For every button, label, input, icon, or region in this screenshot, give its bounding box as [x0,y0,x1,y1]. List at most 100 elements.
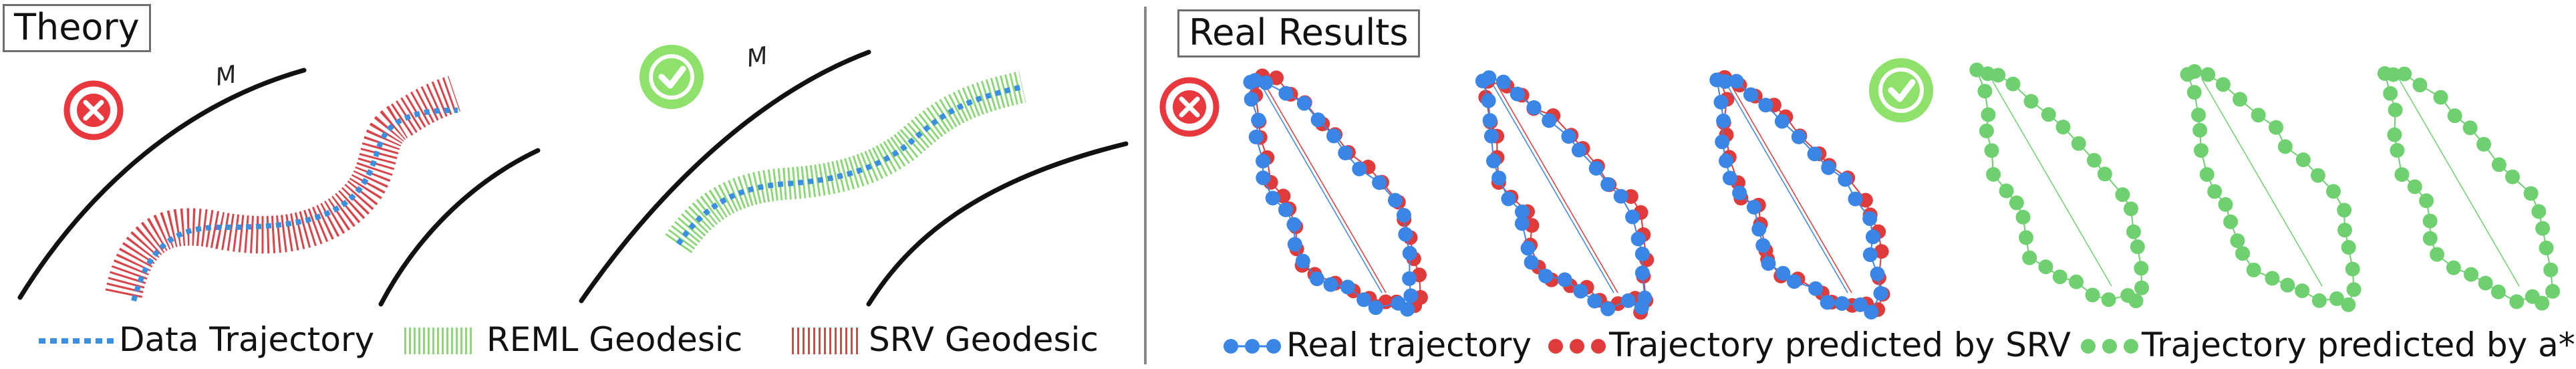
astar-predicted-trajectory-point [2128,293,2144,309]
theory-title: Theory [3,4,151,52]
real-trajectory [1709,72,1888,320]
astar-predicted-trajectory-point [2346,282,2362,297]
real-trajectory-point [1774,114,1790,129]
astar-predicted-trajectory-point [2199,167,2214,182]
astar-predicted-trajectory-point [2388,102,2403,118]
astar-predicted-trajectory-point [2246,262,2261,277]
real-trajectory-point [1834,295,1850,311]
real-trajectory-point [1278,202,1293,217]
real-trajectory-point [1775,265,1791,281]
real-trajectory-point [1338,145,1353,160]
real-trajectory-point [1398,227,1413,242]
astar-predicted-trajectory-point [2265,271,2280,286]
real-trajectory-point [1865,229,1880,245]
real-trajectory-point [1862,247,1878,262]
real-trajectory-point [1481,93,1496,108]
astar-predicted-trajectory-point [2412,78,2428,93]
real-trajectory-point [1296,96,1312,111]
real-trajectory-point [1520,241,1536,256]
astar-predicted-trajectory-point [2478,275,2493,291]
astar-predicted-trajectory-point [2462,120,2478,136]
astar-predicted-trajectory-point [2023,94,2039,109]
real-trajectory-point [1820,295,1835,310]
astar-predicted-trajectory-chord [1991,78,2112,287]
astar-predicted-trajectory-point [2535,221,2551,236]
real-trajectory-point [1501,191,1516,207]
real-trajectory-point [1821,160,1836,175]
astar-predicted-trajectory-point [2251,108,2266,123]
astar-predicted-trajectory-point [2069,274,2084,289]
astar-predicted-trajectory-point [2447,108,2462,124]
legend-label-real-trajectory: Real trajectory [1286,326,1532,364]
manifold-curve [866,141,1129,307]
real-trajectory-point [1751,221,1767,237]
real-results-title: Real Results [1177,9,1420,57]
real-trajectory-point [1265,191,1280,206]
astar-predicted-trajectory-point [1980,66,1995,82]
real-trajectory-chord [1727,85,1848,293]
astar-predicted-trajectory-point [1986,166,2001,182]
legend-label-srv-geodesic: SRV Geodesic [869,320,1099,359]
astar-predicted-trajectory-point [2545,283,2561,299]
real-trajectory [1243,73,1419,317]
real-trajectory-point [1295,253,1310,269]
real-trajectory-point [1256,170,1271,186]
astar-predicted-trajectory-point [2223,214,2239,229]
real-trajectory-point [1248,129,1264,144]
astar-predicted-trajectory-point [2407,179,2422,195]
manifold-label: M [213,61,239,92]
astar-predicted-trajectory-point [2186,85,2202,100]
astar-predicted-trajectory-point [2419,193,2434,209]
astar-predicted-trajectory-point [2295,283,2310,298]
astar-predicted-trajectory-point [2101,292,2116,308]
theory-panel-reml: M [579,42,1129,307]
legend-label-astar-prediction: Trajectory predicted by a* [2142,326,2575,364]
astar-predicted-trajectory-point [2207,184,2223,199]
astar-predicted-trajectory-point [2015,209,2031,225]
real-trajectory-point [1538,268,1554,283]
real-trajectory-point [1491,170,1507,186]
real-trajectory-point [1620,293,1636,308]
astar-predicted-trajectory-point [2200,67,2216,82]
manifold-label: M [744,42,770,73]
real-trajectory [1475,70,1653,317]
astar-predicted-trajectory-point [1977,84,1993,99]
real-trajectory-point [1630,231,1646,247]
srv-predicted-trajectory-point [1874,244,1889,259]
astar-predicted-trajectory [1969,62,2150,309]
real-trajectory-point [1787,274,1802,289]
astar-predicted-trajectory-point [2052,269,2067,285]
real-trajectory-point [1356,292,1372,308]
astar-predicted-trajectory [2377,66,2561,311]
astar-predicted-trajectory-point [1981,107,1996,122]
real-trajectory-point [1838,172,1853,187]
data-trajectory [676,84,1023,246]
astar-predicted-trajectory-point [2215,77,2231,92]
astar-predicted-trajectory-point [2310,168,2325,183]
astar-predicted-trajectory-point [2009,195,2024,211]
legend-swatch-astar-prediction [2081,339,2138,354]
real-trajectory-point [1573,283,1588,299]
astar-predicted-trajectory-point [2130,239,2145,255]
astar-predicted-trajectory-point [2429,247,2444,262]
astar-predicted-trajectory-point [2491,157,2507,172]
real-trajectory-point [1713,94,1729,110]
real-wrong-icon [1159,77,1220,137]
astar-predicted-trajectory-point [2230,233,2245,249]
astar-predicted-trajectory-point [2490,284,2506,299]
check-icon [639,45,704,109]
real-trajectory-point [1848,191,1863,207]
real-trajectory-point [1613,189,1628,204]
srv-predicted-trajectory-chord [1265,85,1387,293]
astar-predicted-trajectory-point [2134,261,2149,276]
section-divider [1144,7,1147,364]
astar-predicted-trajectory-point [2277,139,2293,154]
legend-label-reml-geodesic: REML Geodesic [486,320,743,359]
real-trajectory-point [1251,112,1266,128]
astar-predicted-trajectory-point [2193,143,2208,158]
astar-predicted-trajectory-point [2505,169,2521,184]
real-trajectory-point [1278,86,1294,101]
real-trajectory-point [1526,100,1542,115]
astar-predicted-trajectory-point [2295,152,2311,168]
